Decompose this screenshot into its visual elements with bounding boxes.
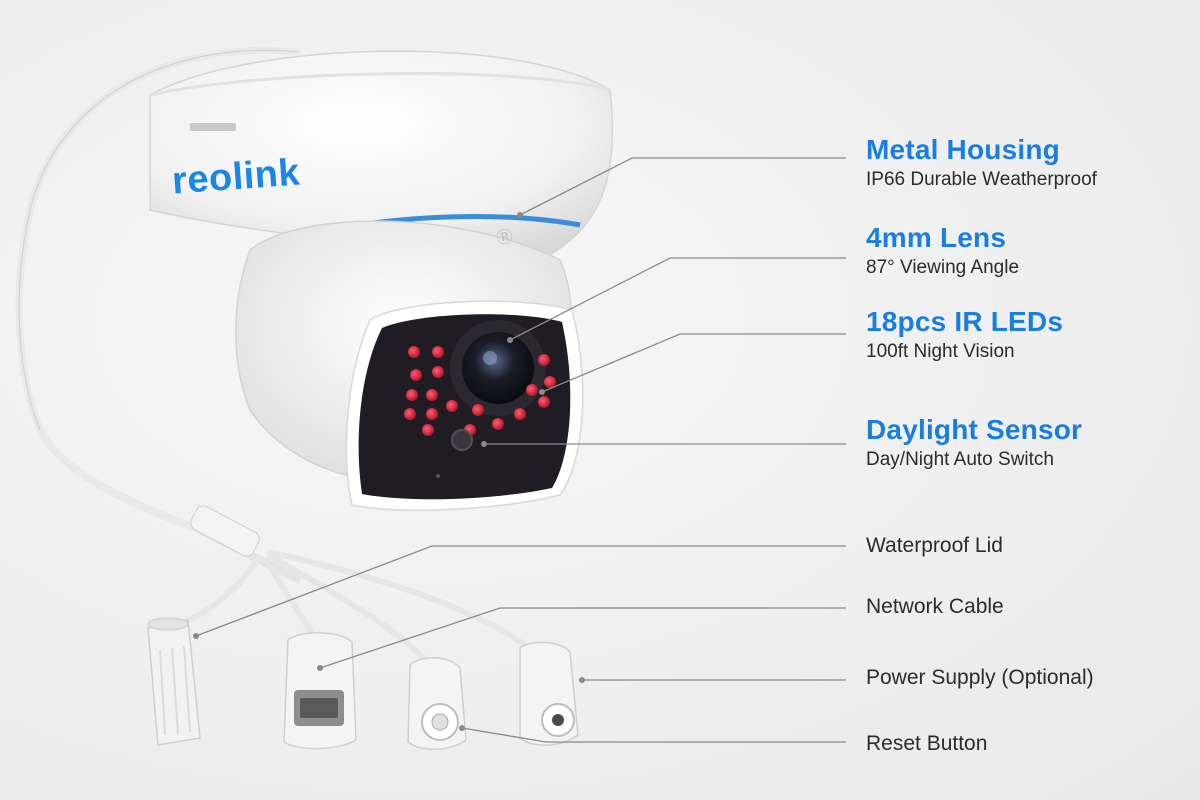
microphone-hole [436, 474, 440, 478]
leader-line-metal-housing [519, 157, 846, 216]
callout-title: Daylight Sensor [866, 414, 1083, 445]
reset-button-icon [407, 657, 467, 750]
network-port-icon [283, 632, 357, 750]
callout-title: 18pcs IR LEDs [866, 306, 1064, 337]
callout-ir-leds: 18pcs IR LEDs 100ft Night Vision [866, 306, 1063, 364]
callout-title: 4mm Lens [866, 222, 1007, 253]
callout-daylight-sensor: Daylight Sensor Day/Night Auto Switch [866, 414, 1082, 472]
label-power-supply: Power Supply (Optional) [866, 666, 1094, 689]
callout-subtitle: 100ft Night Vision [866, 341, 1015, 362]
brand-logo: reolink [170, 151, 302, 203]
callout-lens: 4mm Lens 87° Viewing Angle [866, 222, 1019, 280]
daylight-sensor-icon [451, 429, 473, 451]
callout-title: Metal Housing [866, 134, 1060, 165]
lens-icon [462, 332, 534, 404]
cable-junction [190, 505, 260, 557]
svg-text:Ⓡ: Ⓡ [495, 227, 514, 248]
power-jack-icon [519, 641, 579, 746]
ir-led-group [404, 346, 556, 436]
callout-metal-housing: Metal Housing IP66 Durable Weatherproof [866, 134, 1097, 192]
leader-line-reset-button [461, 727, 846, 743]
leader-lines [195, 157, 846, 743]
callout-subtitle: IP66 Durable Weatherproof [866, 169, 1097, 190]
label-waterproof-lid: Waterproof Lid [866, 534, 1003, 557]
housing-slot [190, 123, 236, 131]
leader-line-waterproof-lid [195, 545, 846, 637]
leader-line-network-cable [319, 607, 846, 669]
leader-line-ir-leds [541, 333, 846, 393]
waterproof-lid-icon [147, 617, 201, 746]
label-network-cable: Network Cable [866, 595, 1004, 618]
leader-line-lens [509, 257, 846, 341]
callout-subtitle: 87° Viewing Angle [866, 257, 1020, 278]
label-reset-button: Reset Button [866, 732, 988, 755]
callout-subtitle: Day/Night Auto Switch [866, 449, 1054, 470]
